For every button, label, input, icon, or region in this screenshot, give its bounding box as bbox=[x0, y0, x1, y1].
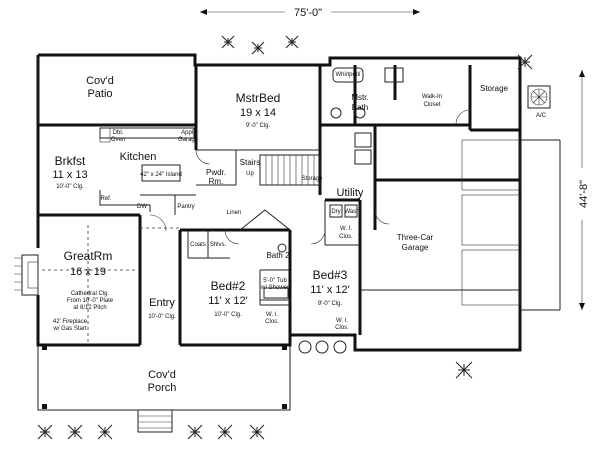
bed3-ceiling: 9'-0" Clg. bbox=[318, 301, 343, 307]
ac-unit bbox=[527, 85, 551, 109]
bath2-tub-2: w/ Shower bbox=[260, 285, 289, 291]
entry-name: Entry bbox=[149, 297, 175, 309]
walkin-closet-label-1: Walk-In bbox=[422, 94, 442, 100]
fireplace-label-1: 42' Fireplace bbox=[53, 319, 88, 325]
covered-porch bbox=[37, 345, 291, 433]
coats-label: Coats bbox=[190, 242, 206, 248]
ref-label: Ref. bbox=[100, 196, 111, 202]
depth-dimension: 44'-8" bbox=[575, 70, 591, 310]
bath2-tub-1: 5'-0" Tub bbox=[263, 278, 287, 284]
bed2-name: Bed#2 bbox=[211, 279, 246, 293]
mstr-bed-name: MstrBed bbox=[236, 91, 281, 105]
ac-label: A/C bbox=[536, 113, 547, 119]
storage-label: Storage bbox=[480, 84, 509, 93]
brkfst-name: Brkfst bbox=[55, 154, 86, 168]
stairs-label: Stairs bbox=[240, 158, 260, 167]
dry-label: Dry bbox=[331, 209, 340, 215]
greatrm-note-3: at 8/12 Pitch bbox=[73, 305, 106, 311]
wi-clos-b-label-2: Clos. bbox=[339, 234, 353, 240]
bed2-size: 11' x 12' bbox=[208, 295, 247, 307]
door-swings bbox=[149, 109, 471, 245]
garage-stalls bbox=[461, 139, 561, 311]
covd-porch-label-2: Porch bbox=[148, 382, 177, 394]
landscape-plants bbox=[37, 35, 533, 440]
fireplace-label-2: w/ Gas Start bbox=[52, 326, 86, 332]
pwdr-label-1: Pwdr. bbox=[206, 168, 226, 177]
garage-label-1: Three-Car bbox=[397, 233, 434, 242]
garage-label-2: Garage bbox=[402, 243, 429, 252]
stairs-treads bbox=[259, 154, 321, 186]
bed3-name: Bed#3 bbox=[313, 268, 348, 282]
kitchen-name: Kitchen bbox=[120, 151, 157, 163]
bed3-size: 11' x 12' bbox=[310, 284, 349, 296]
utility-label: Utility bbox=[337, 187, 364, 199]
wi-clos-c-label-1: W. I. bbox=[336, 318, 348, 324]
wash-label: Wash bbox=[344, 209, 359, 215]
shlvs-label: Shlvs. bbox=[210, 242, 227, 248]
bed2-ceiling: 10'-0" Clg. bbox=[214, 312, 242, 318]
storage-small-label: Storage bbox=[301, 176, 323, 182]
covd-patio-label-1: Cov'd bbox=[86, 75, 114, 87]
depth-label: 44'-8" bbox=[578, 180, 590, 208]
wi-clos-a-label-2: Clos. bbox=[265, 319, 279, 325]
mstr-bath-label-1: Mstr. bbox=[351, 93, 368, 102]
bath2-label: Bath 2 bbox=[266, 251, 290, 260]
greatrm-name: GreatRm bbox=[64, 249, 113, 263]
covd-porch-label-1: Cov'd bbox=[148, 369, 176, 381]
width-label: 75'-0" bbox=[294, 7, 322, 19]
brkfst-size: 11 x 13 bbox=[52, 169, 87, 181]
wi-clos-c-label-2: Clos. bbox=[335, 325, 349, 331]
wi-clos-b-label-1: W. I. bbox=[340, 226, 352, 232]
pantry-label: Pantry bbox=[177, 204, 194, 210]
walkin-closet-label-2: Closet bbox=[423, 102, 440, 108]
greatrm-note-2: From 10'-0" Plate bbox=[67, 298, 114, 304]
mstr-bed-ceiling: 9'-0" Clg. bbox=[246, 123, 271, 129]
whirlpool-label: Whirlpool bbox=[335, 72, 360, 78]
appl-garage-label-1: Appl. bbox=[181, 130, 195, 136]
dw-label: DW bbox=[137, 204, 147, 210]
greatrm-note-1: Cathedral Clg. bbox=[71, 291, 110, 297]
wi-clos-a-label-1: W. I. bbox=[266, 312, 278, 318]
brkfst-ceiling: 10'-0" Clg. bbox=[56, 184, 84, 190]
entry-ceiling: 10'-0" Clg. bbox=[148, 314, 176, 320]
linen-label: Linen bbox=[227, 210, 242, 216]
stairs-up-label: Up bbox=[246, 171, 254, 177]
dbl-oven-label-1: Dbl. bbox=[113, 130, 124, 136]
pwdr-label-2: Rm. bbox=[209, 177, 224, 186]
dbl-oven-label-2: Oven bbox=[111, 137, 125, 143]
covd-patio-label-2: Patio bbox=[87, 88, 112, 100]
mstr-bath-label-2: Bath bbox=[352, 103, 368, 112]
width-dimension: 75'-0" bbox=[200, 4, 420, 19]
kitchen-fixtures bbox=[99, 127, 195, 212]
fireplace-hearth bbox=[14, 254, 39, 296]
mstr-bed-size: 19 x 14 bbox=[240, 107, 276, 119]
bath-fixtures bbox=[263, 67, 404, 299]
greatrm-size: 16 x 19 bbox=[70, 266, 106, 278]
appl-garage-label-2: Garage bbox=[178, 137, 199, 143]
kitchen-island: 42" x 24" Island bbox=[140, 172, 182, 178]
